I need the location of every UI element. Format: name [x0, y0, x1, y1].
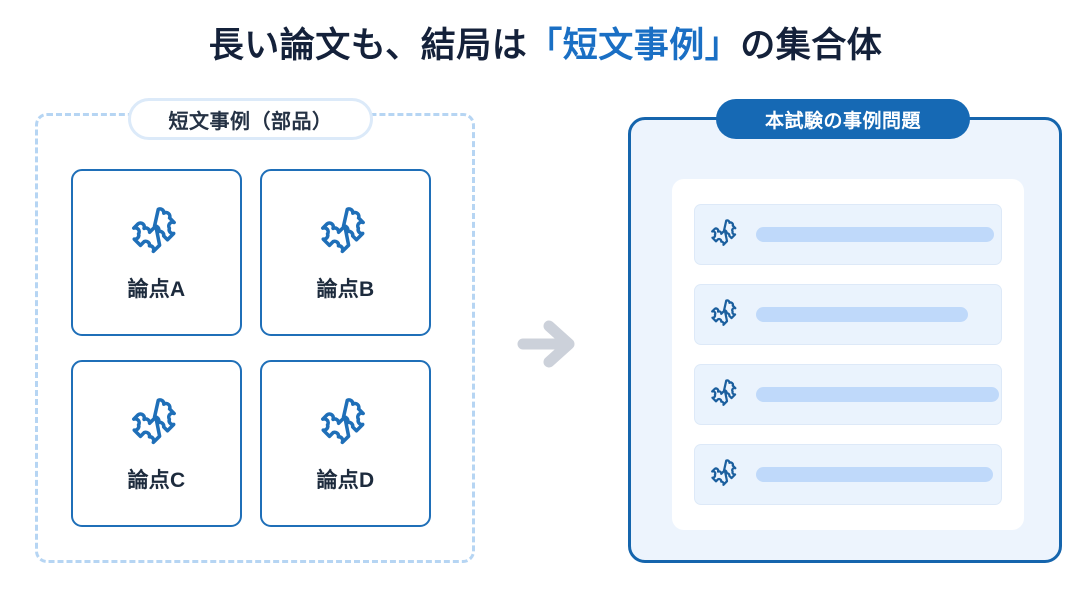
case-card-a[interactable]: 論点A — [71, 169, 242, 336]
exam-case-badge: 本試験の事例問題 — [716, 99, 970, 139]
case-card-d[interactable]: 論点D — [260, 360, 431, 527]
question-text-placeholder-bar — [756, 387, 999, 402]
case-card-c[interactable]: 論点C — [71, 360, 242, 527]
case-card-label: 論点D — [316, 468, 375, 492]
puzzle-icon — [130, 394, 184, 448]
puzzle-icon — [710, 217, 741, 253]
question-row[interactable] — [694, 364, 1002, 425]
puzzle-icon — [710, 457, 741, 493]
arrow-right-icon — [515, 313, 581, 375]
exam-case-badge-label: 本試験の事例問題 — [764, 110, 921, 132]
exam-case-panel — [628, 117, 1062, 563]
case-card-grid: 論点A 論点B 論点C — [71, 169, 446, 527]
question-text-placeholder-bar — [756, 307, 968, 322]
question-text-placeholder-bar — [756, 467, 993, 482]
puzzle-icon — [130, 203, 184, 257]
question-text-placeholder-bar — [756, 227, 994, 242]
puzzle-icon — [319, 394, 373, 448]
puzzle-icon — [710, 377, 741, 413]
question-row[interactable] — [694, 204, 1002, 265]
case-card-label: 論点B — [316, 277, 375, 301]
page-title-suffix: の集合体 — [740, 26, 883, 65]
question-row[interactable] — [694, 284, 1002, 345]
case-card-b[interactable]: 論点B — [260, 169, 431, 336]
case-card-label: 論点A — [127, 277, 186, 301]
question-row[interactable] — [694, 444, 1002, 505]
short-cases-badge: 短文事例（部品） — [128, 98, 373, 140]
page-title-prefix: 長い論文も、結局は — [208, 26, 528, 65]
case-card-label: 論点C — [127, 468, 186, 492]
page-title: 長い論文も、結局は「短文事例」の集合体 — [0, 17, 1091, 68]
puzzle-icon — [319, 203, 373, 257]
exam-question-sheet — [672, 179, 1024, 530]
page-title-accent: 「短文事例」 — [527, 26, 741, 65]
short-cases-badge-label: 短文事例（部品） — [168, 110, 333, 133]
puzzle-icon — [710, 297, 741, 333]
